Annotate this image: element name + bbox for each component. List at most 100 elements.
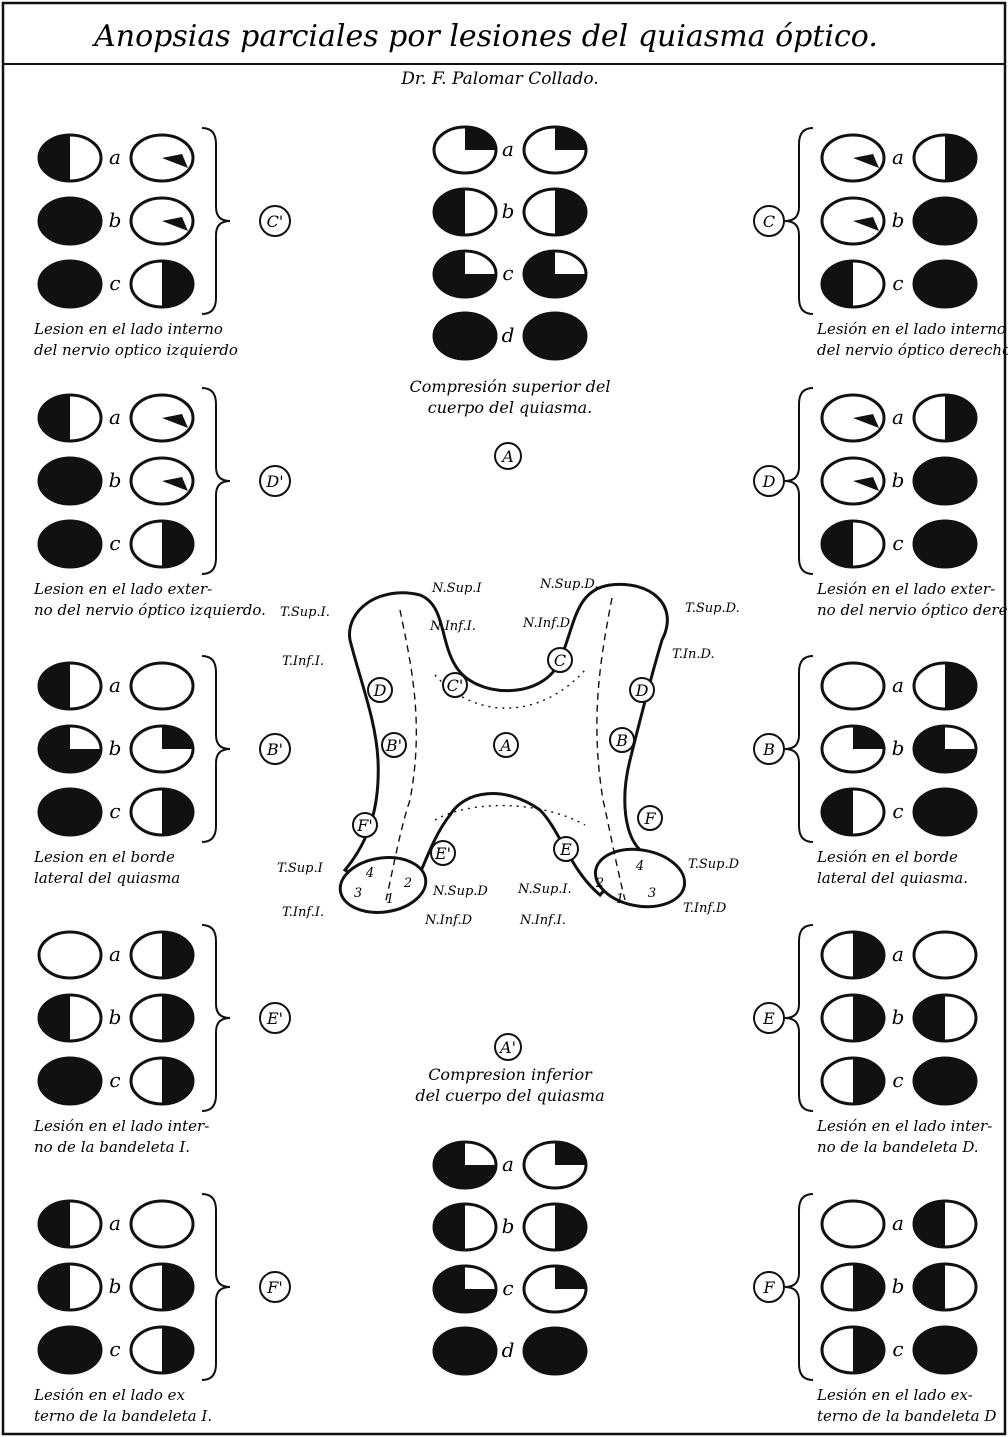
row-letter-a: a (892, 1211, 904, 1235)
group-brace (785, 925, 813, 1111)
group-brace (785, 656, 813, 842)
chiasm-tag-3: N.Inf.D (522, 616, 571, 631)
right-eye-field-a (131, 1201, 193, 1247)
group-caption-line: Compresion inferior (428, 1065, 593, 1084)
right-eye-field-c (131, 788, 194, 836)
row-letter-a: a (109, 1211, 121, 1235)
row-letter-b: b (892, 1005, 905, 1029)
group-id-badge-text: F (762, 1278, 775, 1297)
chiasm-point-2: D (368, 678, 392, 702)
right-eye-field-c (523, 250, 587, 298)
right-eye-field-a (913, 1200, 976, 1248)
group-brace (202, 388, 230, 574)
field-group-F': abcF'Lesión en el lado externo de la ban… (33, 1194, 290, 1425)
group-caption-line: Lesión en el lado ex- (816, 1386, 973, 1404)
right-eye-field-d (523, 1327, 587, 1375)
left-eye-field-d (433, 1327, 497, 1375)
group-brace (202, 1194, 230, 1380)
right-eye-field-a (131, 931, 194, 979)
right-eye-field-c (913, 1057, 977, 1105)
author-credit: Dr. F. Palomar Collado. (400, 69, 598, 89)
right-eye-field-c (913, 260, 977, 308)
row-letter-b: b (109, 736, 122, 760)
row-letter-c: c (109, 531, 120, 555)
right-tract-section (591, 843, 689, 914)
right-eye-field-b (913, 994, 976, 1042)
field-group-E': abcE'Lesión en el lado inter-no de la ba… (33, 925, 290, 1156)
group-caption-line: Lesión en el lado exter- (816, 580, 995, 598)
left-eye-field-c (822, 1326, 885, 1374)
row-letter-a: a (892, 145, 904, 169)
right-eye-field-a (914, 394, 977, 442)
right-quadrant-2: 2 (595, 876, 604, 891)
chiasm-tag-2: N.Inf.I. (429, 619, 476, 634)
row-letter-d: d (502, 1338, 515, 1362)
left-eye-field-c (38, 1057, 102, 1105)
row-letter-b: b (109, 208, 122, 232)
chiasm-point-1: C (548, 648, 572, 672)
right-eye-field-b (131, 198, 193, 244)
group-id-badge: C' (260, 206, 290, 236)
left-eye-field-a (38, 1200, 101, 1248)
chiasm-tag-8: T.Sup.I (277, 861, 324, 876)
right-eye-field-a (914, 134, 977, 182)
chiasm-tag-1: N.Sup.D. (539, 577, 599, 592)
chiasm-point-9-text: E (559, 840, 572, 859)
row-letter-c: c (502, 1276, 513, 1300)
group-caption-line: Lesion en el lado interno (33, 320, 223, 338)
field-group-A: abcdCompresión superior delcuerpo del qu… (410, 126, 611, 469)
row-letter-b: b (892, 736, 905, 760)
right-eye-field-a (914, 932, 976, 978)
right-eye-field-a (524, 126, 587, 173)
group-id-badge: C (754, 206, 784, 236)
left-eye-field-b (38, 197, 102, 245)
left-eye-field-a (433, 1141, 497, 1189)
row-letter-b: b (892, 1274, 905, 1298)
chiasm-point-0-text: C' (447, 676, 464, 695)
chiasm-tag-7: T.In.D. (672, 647, 715, 662)
row-letter-c: c (109, 799, 120, 823)
group-caption-line: Lesión en el lado ex (33, 1386, 186, 1404)
row-letter-b: b (502, 1214, 515, 1238)
group-id-badge: F (754, 1272, 784, 1302)
right-eye-field-c (131, 1057, 194, 1105)
left-eye-field-a (822, 135, 884, 181)
right-quadrant-1: 1 (616, 892, 624, 907)
row-letter-b: b (109, 1274, 122, 1298)
left-eye-field-c (433, 250, 497, 298)
right-eye-field-b (913, 457, 977, 505)
lower-crossing-fibers (435, 806, 585, 825)
row-letter-c: c (892, 1337, 903, 1361)
left-eye-field-c (821, 260, 884, 308)
chiasm-point-3: D (630, 678, 654, 702)
row-letter-a: a (892, 405, 904, 429)
group-id-badge: D (754, 466, 784, 496)
chiasm-tag-10: T.Inf.I. (282, 905, 324, 920)
left-eye-field-b (433, 1203, 496, 1251)
right-eye-field-c (131, 1326, 194, 1374)
row-letter-b: b (892, 468, 905, 492)
group-caption-line: Lesión en el borde (816, 848, 958, 866)
chiasm-tag-11: T.Inf.D (683, 901, 727, 916)
chiasm-center-label: A (494, 733, 518, 757)
left-eye-field-a (822, 1201, 884, 1247)
right-eye-field-a (131, 395, 193, 441)
group-caption-line: Lesión en el lado interno (816, 320, 1006, 338)
right-eye-field-c (131, 520, 194, 568)
row-letter-a: a (109, 405, 121, 429)
right-quadrant-4: 4 (635, 859, 644, 874)
chiasm-point-4-text: B' (385, 736, 402, 755)
group-brace (202, 128, 230, 314)
group-id-badge: B (754, 734, 784, 764)
right-eye-field-a (524, 1141, 587, 1188)
left-eye-field-c (822, 1057, 885, 1105)
left-eye-field-b (822, 458, 884, 504)
group-caption-line: no del nervio óptico izquierdo. (34, 601, 266, 619)
chiasm-point-2-text: D (373, 681, 387, 700)
group-id-badge-text: E' (266, 1009, 283, 1028)
left-eye-field-a (822, 395, 884, 441)
left-quadrant-4: 4 (365, 866, 374, 881)
row-letter-a: a (892, 942, 904, 966)
chiasm-tag-4: T.Sup.I. (280, 605, 330, 620)
